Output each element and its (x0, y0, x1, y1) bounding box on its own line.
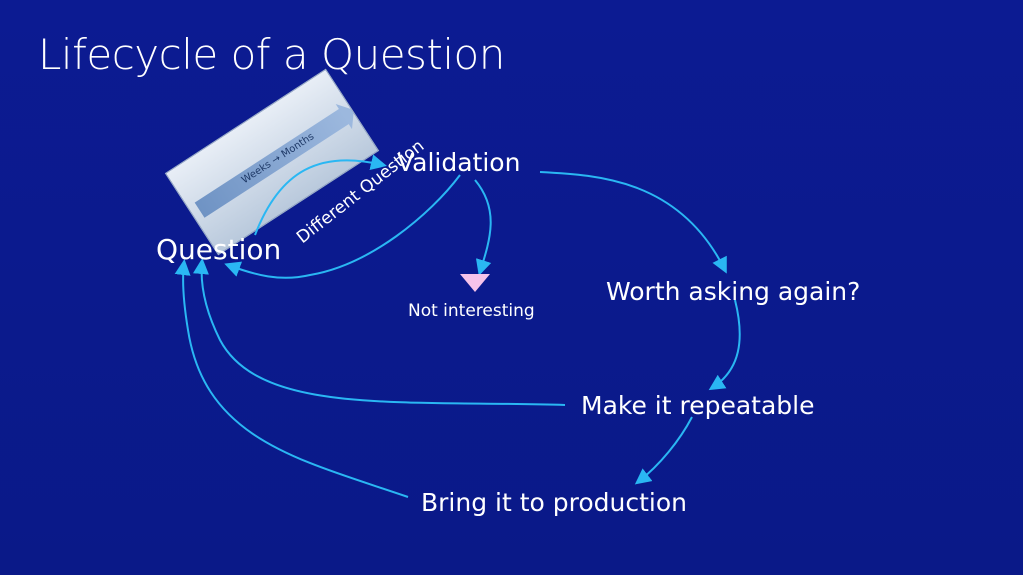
arrow-validation-to-worth-asking (539, 171, 727, 274)
arrow-validation-to-not-interesting (474, 179, 492, 276)
node-make-repeatable: Make it repeatable (581, 391, 815, 420)
arrow-repeatable-to-production (634, 416, 693, 485)
slide-title: Lifecycle of a Question (38, 30, 505, 79)
arrow-question-to-validation (254, 154, 387, 236)
not-interesting-marker-icon (460, 274, 490, 292)
arrow-repeatable-to-question (192, 258, 566, 406)
arrow-validation-to-question (224, 174, 461, 279)
node-validation: Validation (397, 148, 521, 177)
arrow-production-to-question (174, 259, 409, 498)
node-not-interesting: Not interesting (408, 301, 535, 321)
node-worth-asking-again: Worth asking again? (606, 277, 861, 306)
node-question: Question (156, 233, 282, 266)
node-bring-to-production: Bring it to production (421, 488, 688, 517)
arrow-worth-asking-to-repeatable (708, 299, 741, 391)
